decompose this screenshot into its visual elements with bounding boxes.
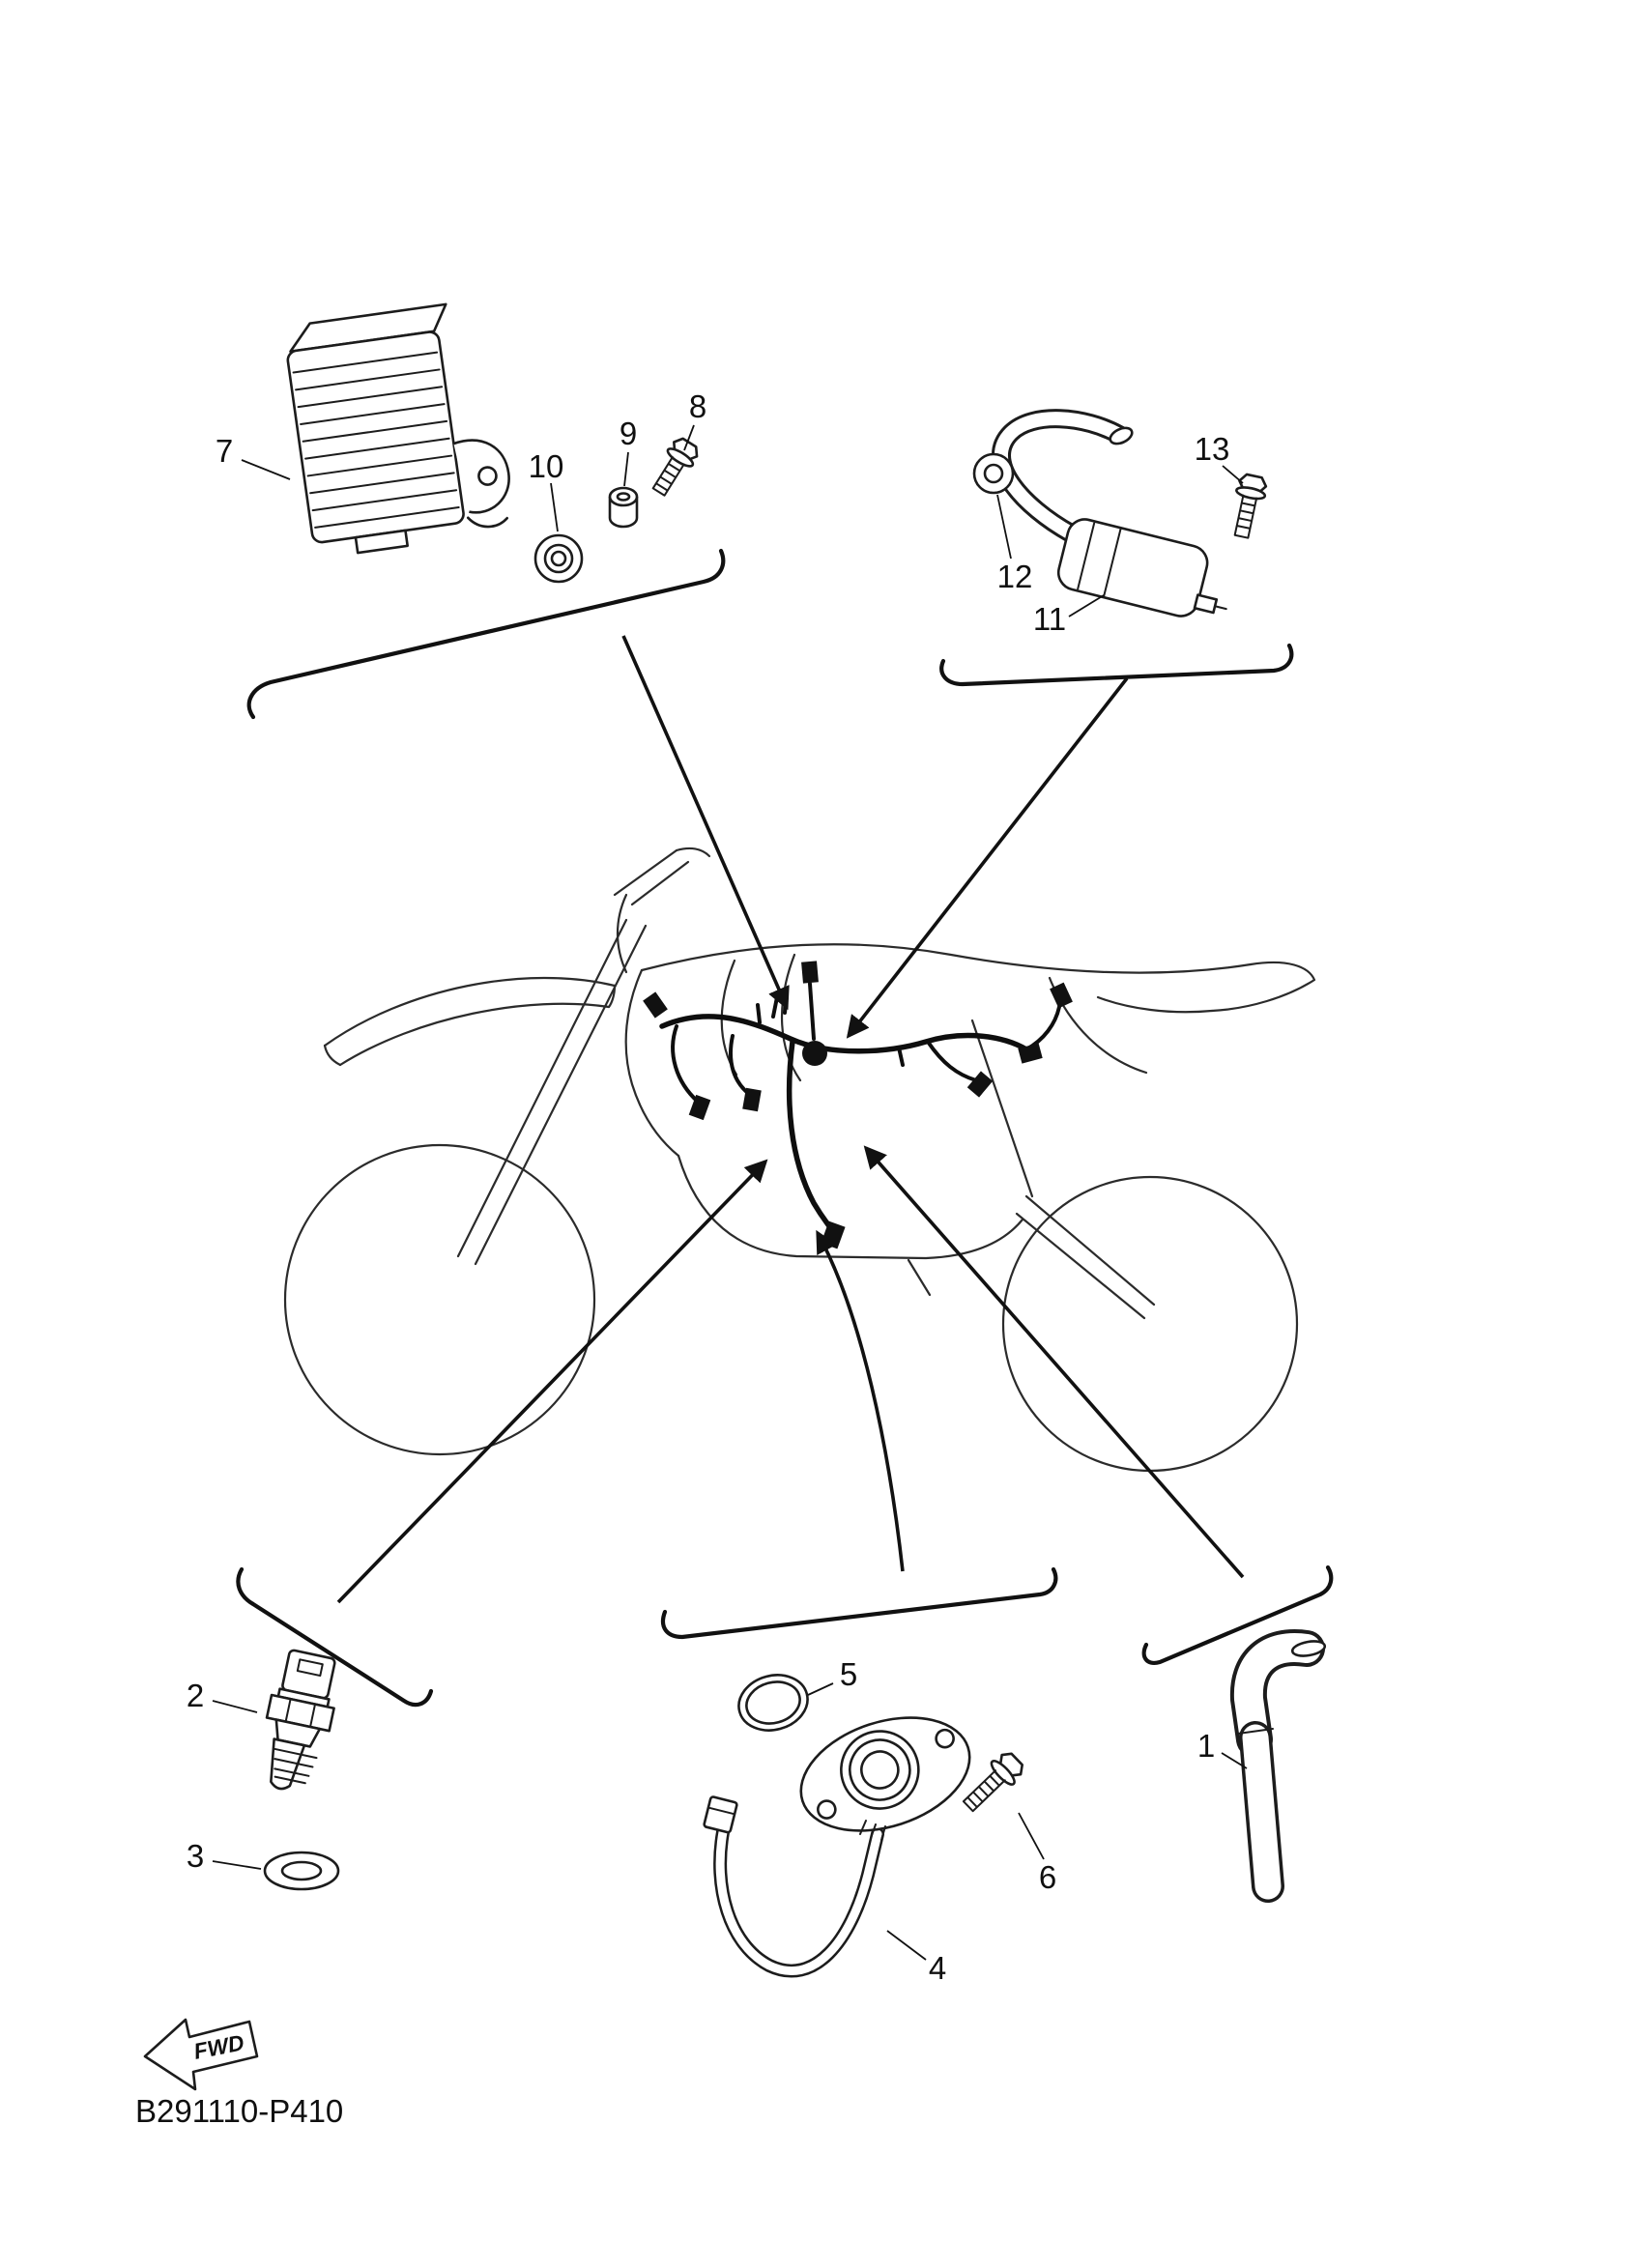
part-label-7: 7 [216, 433, 233, 469]
part-label-8: 8 [689, 388, 706, 424]
part-2-temp-sensor [265, 1649, 336, 1791]
part-7-ecu [286, 302, 510, 555]
part-label-5: 5 [840, 1656, 857, 1692]
part-label-3: 3 [187, 1838, 204, 1874]
harness-connectors [643, 961, 1073, 1249]
part-10-grommet [533, 533, 584, 584]
part-13-bolt [1233, 473, 1268, 539]
wiring-harness [643, 961, 1073, 1249]
part-label-10: 10 [529, 448, 564, 484]
harness-junction [802, 1041, 827, 1066]
fwd-symbol: FWD [143, 2018, 259, 2091]
diagram-code: B291110-P410 [135, 2093, 343, 2129]
callout-arrows [336, 635, 1245, 1604]
part-9-collar [608, 486, 639, 529]
part-label-9: 9 [620, 416, 637, 451]
part-label-6: 6 [1039, 1859, 1056, 1895]
part-1-spark-plug-cap [1229, 1629, 1327, 1903]
front-wheel [283, 1143, 596, 1456]
part-12-grommet [972, 452, 1015, 495]
motorcycle-outline [283, 847, 1316, 1473]
part-11-ignition-coil [992, 409, 1227, 617]
part-label-12: 12 [997, 559, 1033, 594]
part-5-oring [737, 1674, 809, 1732]
part-label-11: 11 [1033, 601, 1066, 637]
part-label-13: 13 [1195, 431, 1230, 467]
part-3-washer [263, 1851, 340, 1891]
rear-wheel [1001, 1175, 1299, 1473]
part-label-4: 4 [929, 1950, 946, 1986]
part-number-labels: 7 10 9 8 13 12 11 2 3 5 6 4 1 [187, 388, 1230, 1986]
part-4-sensor-assembly [703, 1716, 971, 1978]
part-8-bolt [651, 437, 699, 497]
part-label-1: 1 [1197, 1728, 1215, 1764]
part-6-bolt [962, 1752, 1023, 1813]
leader-lines [212, 424, 1248, 1961]
part-label-2: 2 [187, 1678, 204, 1713]
group-brackets [236, 548, 1334, 1708]
